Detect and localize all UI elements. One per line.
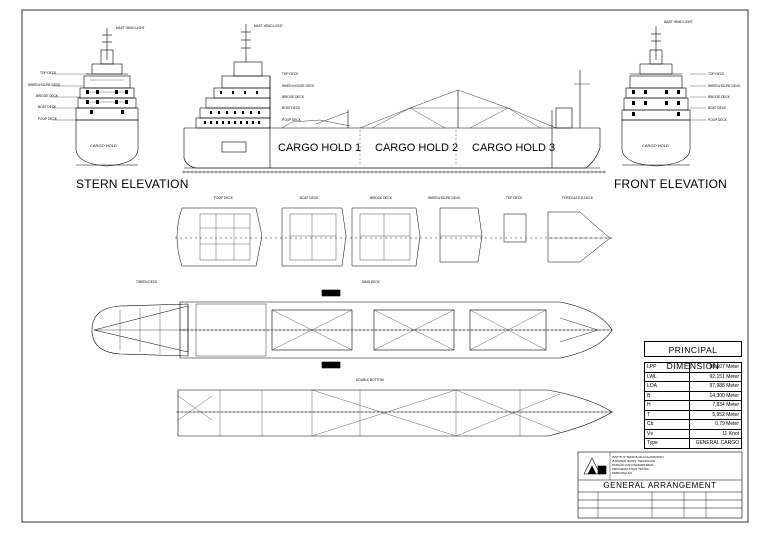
mast-light-label-stern: MAST HEAD LIGHT bbox=[116, 26, 145, 30]
profile-scale-ticks bbox=[183, 170, 605, 174]
dimension-value: 97,988 Meter bbox=[689, 381, 742, 392]
stern-elevation-label: STERN ELEVATION bbox=[76, 177, 189, 191]
plan-label-tween: TWEEN DECK bbox=[136, 280, 158, 284]
stern-deck-tag-boat: BOAT DECK bbox=[38, 105, 57, 109]
front-deck-tag-poop: POOP DECK bbox=[708, 118, 727, 122]
stern-deck-tag-wheelhouse: WHEELHOUSE DECK bbox=[28, 83, 61, 87]
mast-light-label-profile: MAST HEAD LIGHT bbox=[254, 24, 283, 28]
plan-label-top: TOP DECK bbox=[506, 196, 523, 200]
ship-profile-view bbox=[182, 24, 606, 173]
front-hold-label: CARGO HOLD bbox=[642, 143, 669, 148]
cargo-hold-3-label: CARGO HOLD 3 bbox=[472, 142, 556, 154]
profile-deck-tag-top: TOP DECK bbox=[282, 72, 299, 76]
principal-dimension-title: PRINCIPAL DIMENSION bbox=[644, 341, 742, 371]
profile-deck-tag-boat: BOAT DECK bbox=[282, 106, 301, 110]
dimension-value: GENERAL CARGO bbox=[689, 438, 742, 449]
front-deck-tag-top: TOP DECK bbox=[708, 72, 725, 76]
institute-text-block: INSTITUT TEKNOLOGI KALIMANTAN JURUSAN SA… bbox=[612, 455, 664, 475]
deck-plans-scale-ticks bbox=[175, 236, 612, 240]
plan-label-double-bottom: DOUBLE BOTTOM bbox=[356, 378, 384, 382]
stern-deck-tag-top: TOP DECK bbox=[40, 71, 57, 75]
institute-logo bbox=[583, 457, 607, 475]
dimension-key: T bbox=[644, 409, 690, 420]
front-deck-tag-bridge: BRIDGE DECK bbox=[708, 95, 730, 99]
profile-deck-tag-wheelhouse: WHEELHOUSE DECK bbox=[282, 84, 315, 88]
stern-elevation-view bbox=[52, 28, 139, 167]
stern-hold-label: CARGO HOLD bbox=[90, 143, 117, 148]
double-bottom-scale-ticks bbox=[177, 410, 611, 414]
plan-label-wheelhouse: WHEELHOUSE DECK bbox=[428, 196, 461, 200]
plan-label-boat: BOAT DECK bbox=[300, 196, 319, 200]
dimension-value: 14,300 Meter bbox=[689, 390, 742, 401]
institute-line: PROGRAM STUDI TEKNIK bbox=[612, 467, 649, 471]
dimension-key: H bbox=[644, 400, 690, 411]
front-elevation-view bbox=[621, 26, 706, 167]
dimension-key: Vs bbox=[644, 428, 690, 439]
dimension-key: B bbox=[644, 390, 690, 401]
institute-line: INSTITUT TEKNOLOGI KALIMANTAN bbox=[612, 455, 664, 459]
dimension-key: LWL bbox=[644, 371, 690, 382]
drawing-title: GENERAL ARRANGEMENT bbox=[603, 481, 717, 490]
institute-line: PERKAPALAN bbox=[612, 471, 632, 475]
dimension-value: 7,834 Meter bbox=[689, 400, 742, 411]
mast-light-label-front: MAST HEAD LIGHT bbox=[664, 20, 693, 24]
front-deck-tag-wheelhouse: WHEELHOUSE DECK bbox=[708, 84, 741, 88]
profile-deck-tag-bridge: BRIDGE DECK bbox=[282, 95, 304, 99]
cargo-hold-1-label: CARGO HOLD 1 bbox=[278, 142, 362, 154]
deck-plans-row bbox=[176, 207, 612, 267]
double-bottom-plan bbox=[176, 389, 614, 437]
plan-label-bridge: BRIDGE DECK bbox=[370, 196, 392, 200]
stern-deck-tag-bridge: BRIDGE DECK bbox=[36, 94, 58, 98]
dimension-value: 92,151 Meter bbox=[689, 371, 742, 382]
sheet-border bbox=[21, 9, 749, 523]
cargo-hold-2-label: CARGO HOLD 2 bbox=[375, 142, 459, 154]
dimension-value: 11 Knot bbox=[689, 428, 742, 439]
dimension-value: 0,79 Meter bbox=[689, 419, 742, 430]
plan-label-main: MAIN DECK bbox=[362, 280, 380, 284]
profile-deck-tag-poop: POOP DECK bbox=[282, 118, 301, 122]
dimension-key: LOA bbox=[644, 381, 690, 392]
plan-label-poop: POOP DECK bbox=[214, 196, 233, 200]
stern-deck-tag-poop: POOP DECK bbox=[38, 117, 57, 121]
institute-line: PANGAN DAN KEMARITIMAN bbox=[612, 463, 654, 467]
dimension-value: 5,952 Meter bbox=[689, 409, 742, 420]
main-deck-scale-ticks bbox=[179, 328, 613, 332]
dimension-key: Type bbox=[644, 438, 690, 449]
dimension-value: 88,607 Meter bbox=[689, 362, 742, 373]
front-deck-tag-boat: BOAT DECK bbox=[708, 106, 727, 110]
plan-label-forecastle: FORECASTLE DECK bbox=[562, 196, 593, 200]
front-elevation-label: FRONT ELEVATION bbox=[614, 177, 728, 191]
dimension-key: Cb bbox=[644, 419, 690, 430]
tween-deck-plan bbox=[91, 303, 189, 357]
dimension-key: LPP bbox=[644, 362, 690, 373]
title-block-frame bbox=[577, 451, 743, 519]
institute-line: JURUSAN SAINS, TEKNOLOGI bbox=[612, 459, 656, 463]
